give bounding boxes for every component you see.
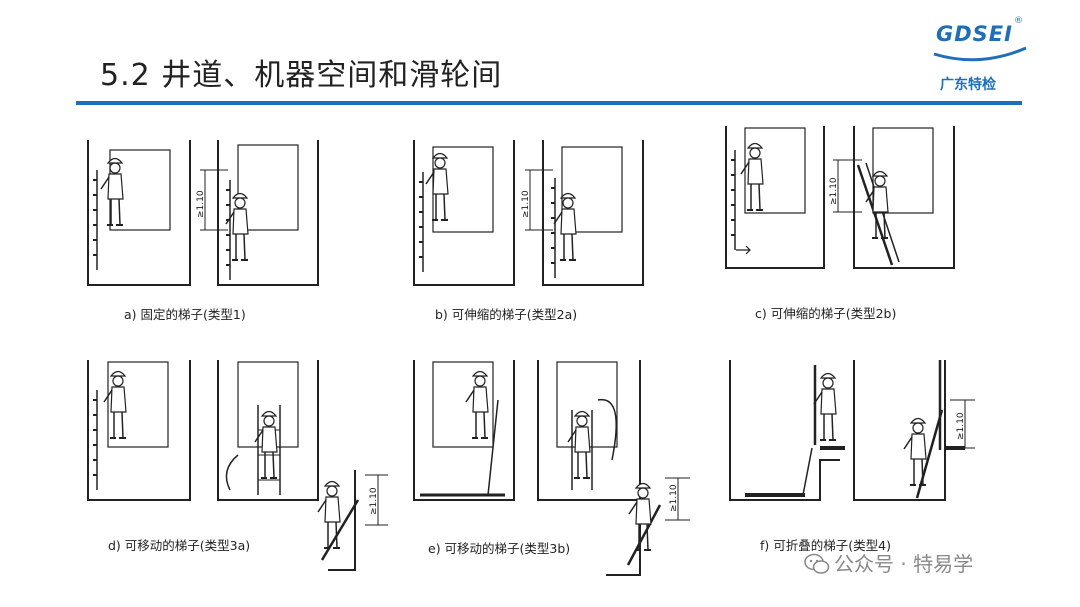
caption-f: f) 可折叠的梯子(类型4) <box>760 538 891 553</box>
figure-c <box>725 126 955 269</box>
logo-brand-text: GDSEI <box>936 22 1013 46</box>
dimension-label-d: ≥1.10 <box>369 487 379 515</box>
wechat-icon <box>804 553 830 574</box>
figure-a <box>87 140 319 286</box>
logo-swoosh-icon <box>933 46 1027 62</box>
dimension-label-a: ≥1.10 <box>196 190 206 218</box>
slide-title: 5.2 井道、机器空间和滑轮间 <box>100 58 503 93</box>
dimension-label-b: ≥1.10 <box>521 190 531 218</box>
figure-b <box>413 140 644 286</box>
dimension-label-f: ≥1.10 <box>956 412 966 440</box>
title-divider <box>76 101 1022 105</box>
watermark-text: 公众号 · 特易学 <box>834 552 974 576</box>
caption-a: a) 固定的梯子(类型1) <box>124 307 246 322</box>
gdsei-logo: GDSEI ® 广东特检 <box>930 14 1030 94</box>
logo-name-cn: 广东特检 <box>940 77 996 93</box>
caption-b: b) 可伸缩的梯子(类型2a) <box>435 307 578 322</box>
figure-d <box>87 360 388 571</box>
figure-f <box>729 360 975 501</box>
logo-registered-mark: ® <box>1014 16 1023 26</box>
caption-e: e) 可移动的梯子(类型3b) <box>428 541 571 556</box>
figure-e <box>413 360 690 576</box>
dimension-label-c: ≥1.10 <box>829 177 839 205</box>
caption-d: d) 可移动的梯子(类型3a) <box>108 538 251 553</box>
dimension-label-e: ≥1.10 <box>669 484 679 512</box>
caption-c: c) 可伸缩的梯子(类型2b) <box>755 306 897 321</box>
